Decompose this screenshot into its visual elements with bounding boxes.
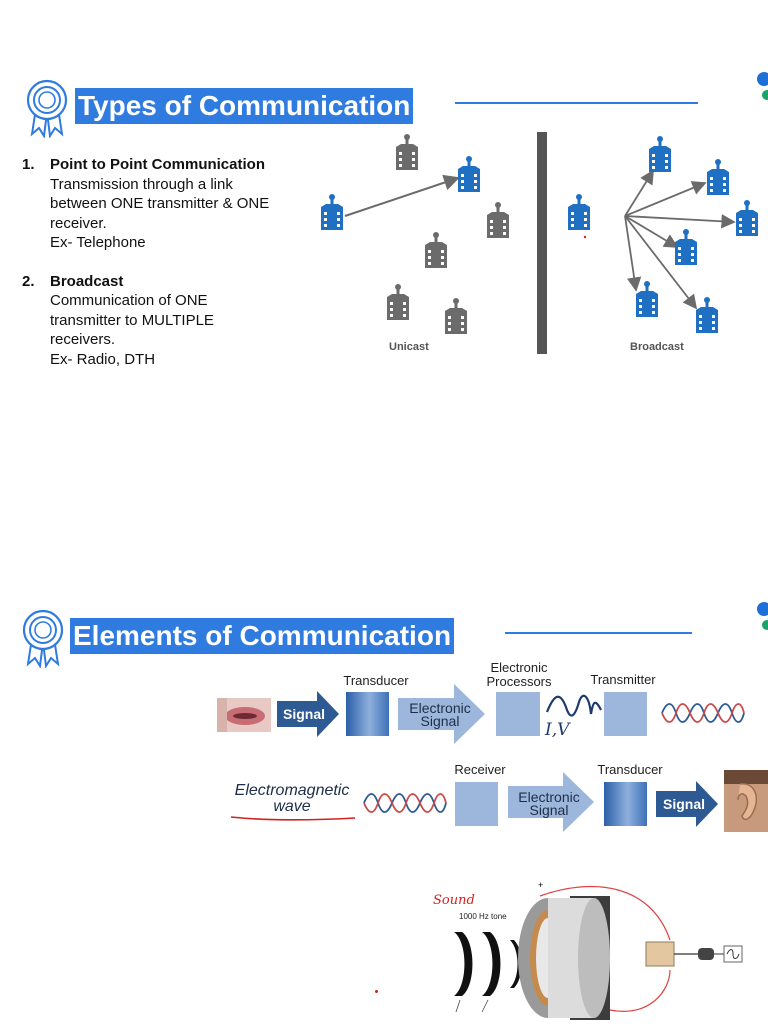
idle-node [387, 284, 409, 320]
list-line: Transmission through a link [50, 175, 233, 193]
electronic-signal-arrow [398, 684, 485, 744]
transducer-block [346, 692, 389, 736]
waveform-icon [545, 694, 602, 717]
signal-label: Signal [282, 706, 325, 722]
broadcast-transmitter-node [568, 194, 590, 230]
transducer-label: Transducer [343, 673, 409, 688]
corner-dot-green [762, 620, 768, 630]
slide-title: Elements of Communication [70, 618, 455, 654]
corner-dot-green [762, 90, 768, 100]
list-number: 1. [22, 156, 35, 173]
unicast-caption: Unicast [389, 341, 429, 353]
processors-label: Electronic Processors [486, 660, 552, 689]
electronic-signal-label: Electronic Signal [409, 700, 471, 729]
award-badge-icon [26, 79, 68, 138]
lips-image [217, 698, 271, 732]
list-line: Communication of ONE [50, 292, 208, 309]
broadcast-receiver-node [736, 200, 758, 236]
broadcast-receiver-node [649, 136, 671, 172]
wave-helix-icon [363, 793, 447, 813]
list-line: receiver. [50, 214, 107, 232]
corner-dot [757, 72, 768, 86]
idle-node [445, 298, 467, 334]
signal-label: Signal [662, 796, 705, 812]
speaker-diagram: + [420, 880, 768, 1024]
connector [698, 948, 714, 960]
transmitter-block [604, 692, 647, 736]
sound-label: Sound [433, 893, 475, 908]
wave-helix-icon [661, 703, 745, 723]
unicast-broadcast-diagram [321, 132, 758, 354]
transducer-label: Transducer [597, 762, 663, 777]
transmitter-label: Transmitter [590, 672, 656, 687]
list-item-point-to-point: 1. Point to Point Communication Transmis… [22, 155, 312, 253]
list-number: 2. [22, 272, 35, 290]
list-heading: Broadcast [50, 272, 124, 290]
broadcast-links [624, 169, 736, 310]
unicast-receiver-node [458, 156, 480, 192]
list-heading: Point to Point Communication [50, 156, 265, 173]
broadcast-receiver-node [696, 297, 718, 333]
list-line: receivers. [50, 331, 116, 348]
ear-image [724, 770, 768, 832]
list-line: between ONE transmitter & ONE [50, 195, 270, 212]
signal-arrow [277, 691, 339, 737]
tone-label: 1000 Hz tone [459, 912, 507, 921]
processor-block [496, 692, 540, 736]
broadcast-caption: Broadcast [630, 341, 684, 353]
idle-node [487, 202, 509, 238]
communication-types-list: 1. Point to Point Communication Transmis… [22, 155, 312, 369]
iv-label: I,V [545, 720, 570, 740]
sound-wave [454, 932, 473, 996]
red-underline [230, 816, 356, 821]
corner-dot [757, 602, 768, 616]
amplifier-box [645, 941, 675, 967]
electronic-signal-arrow [508, 772, 594, 832]
red-dot [375, 990, 378, 993]
slide-title: Types of Communication [75, 88, 414, 124]
title-divider [455, 102, 698, 104]
signal-arrow [656, 781, 718, 827]
title-divider [505, 632, 692, 634]
broadcast-receiver-node [675, 229, 697, 265]
idle-node [396, 134, 418, 170]
em-wave-label: Electromagnetic wave [224, 783, 360, 815]
award-badge-icon [22, 609, 64, 668]
transducer-block [604, 782, 647, 826]
receiver-block [455, 782, 498, 826]
list-item-broadcast: 2. Broadcast Communication of ONE transm… [22, 272, 312, 370]
em-wave-text: Electromagnetic wave [234, 782, 350, 815]
receiver-label: Receiver [454, 762, 506, 777]
electronic-signal-label: Electronic Signal [518, 789, 580, 818]
diagram-divider [537, 132, 547, 354]
svg-text:+: + [538, 880, 543, 890]
unicast-link [344, 174, 460, 217]
sound-wave [482, 932, 501, 996]
idle-node [425, 232, 447, 268]
list-line: transmitter to MULTIPLE [50, 311, 214, 329]
broadcast-receiver-node [636, 281, 658, 317]
unicast-transmitter-node [321, 194, 343, 230]
broadcast-receiver-node [707, 159, 729, 195]
list-line: Ex- Telephone [50, 234, 146, 251]
list-line: Ex- Radio, DTH [50, 350, 156, 368]
